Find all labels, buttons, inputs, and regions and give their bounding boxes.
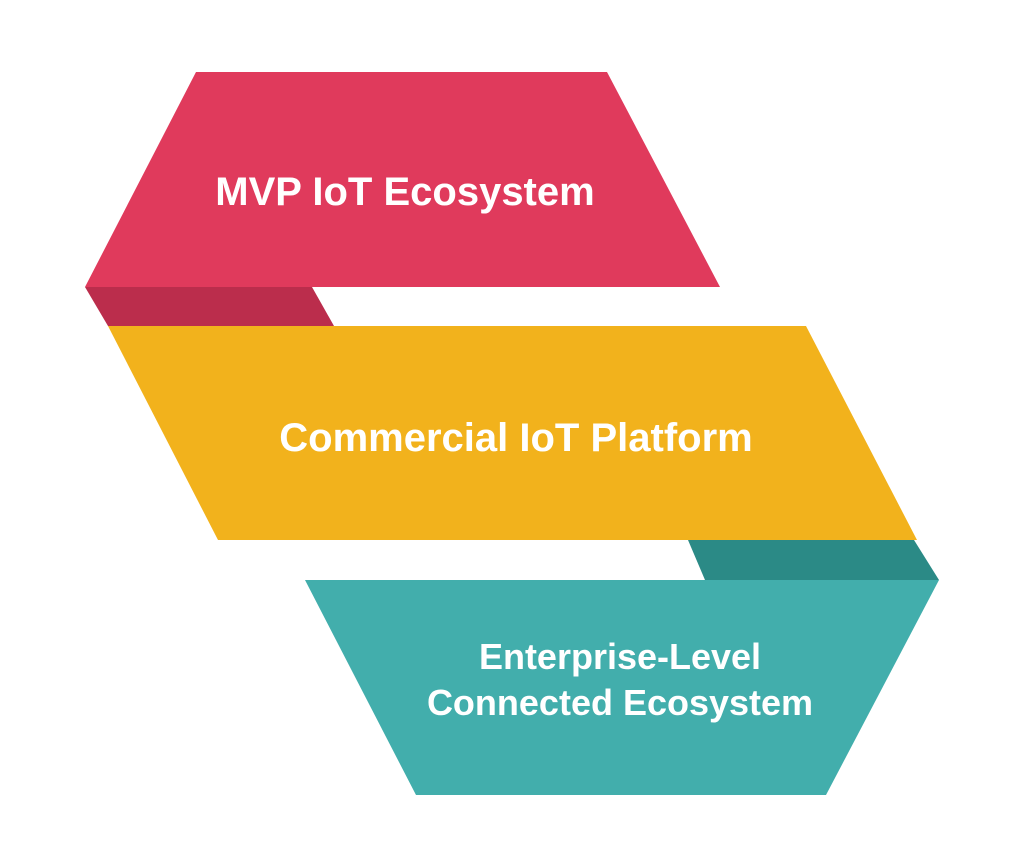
stage-1-fold <box>85 287 334 326</box>
stage-3-label-line-2: Connected Ecosystem <box>427 682 813 723</box>
stage-2-shape <box>108 326 917 540</box>
stage-1-shape <box>85 72 720 287</box>
stage-2-fold <box>688 540 939 580</box>
stage-3-shape <box>305 580 939 795</box>
stage-3-label-line-1: Enterprise-Level <box>479 636 761 677</box>
stage-2-label: Commercial IoT Platform <box>279 416 752 460</box>
stage-1-label: MVP IoT Ecosystem <box>215 170 594 214</box>
